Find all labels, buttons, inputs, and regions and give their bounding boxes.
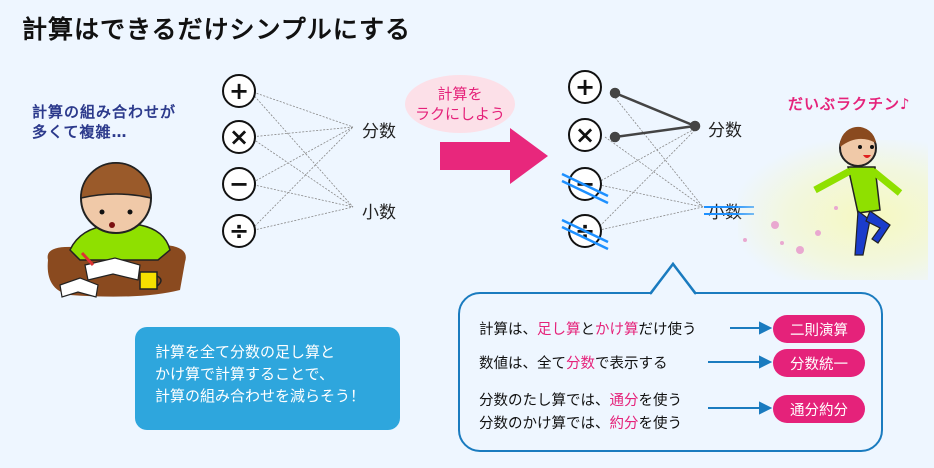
arrow-head bbox=[759, 401, 773, 415]
connector-dot bbox=[609, 131, 621, 143]
tag-fraction-unify: 分数統一 bbox=[773, 349, 865, 377]
pencil bbox=[80, 251, 95, 267]
rule-highlight: 分数 bbox=[566, 356, 595, 372]
connector-line bbox=[250, 206, 354, 232]
before-connection-lines bbox=[250, 90, 354, 232]
rule-row-2: 数値は、全て分数で表示する bbox=[479, 352, 668, 373]
simplify-bubble: 計算を ラクにしよう bbox=[405, 75, 515, 133]
worry-caption: 計算の組み合わせが 多くて複雑… bbox=[32, 102, 176, 142]
happy-person-icon bbox=[813, 126, 903, 256]
rule-row-3-line-2: 分数のかけ算では、約分を使う bbox=[479, 413, 682, 436]
strike-line bbox=[561, 225, 609, 251]
connector-line bbox=[595, 126, 699, 185]
rule-highlight: かけ算 bbox=[595, 322, 639, 338]
times-operator: × bbox=[222, 120, 256, 154]
strike-line bbox=[561, 172, 609, 198]
rule-text: 計算は、 bbox=[479, 322, 537, 338]
minus-operator: − bbox=[222, 167, 256, 201]
callout-pointer-overlay bbox=[649, 262, 697, 295]
summary-line: 計算を全て分数の足し算と bbox=[155, 343, 336, 361]
happy-caption: だいぶラクチン♪ bbox=[788, 95, 911, 113]
decimal-label: 小数 bbox=[362, 203, 396, 223]
plus-operator-after: + bbox=[568, 70, 602, 104]
rule-row-1: 計算は、足し算とかけ算だけ使う bbox=[479, 318, 697, 339]
rule-text: 分数のかけ算では、 bbox=[479, 416, 610, 432]
rule-text: 数値は、全て bbox=[479, 356, 566, 372]
connector-dot bbox=[689, 120, 701, 132]
petal bbox=[743, 238, 747, 242]
rule-highlight: 約分 bbox=[609, 416, 639, 432]
green-shirt bbox=[847, 166, 881, 214]
after-connection-lines bbox=[595, 87, 704, 232]
open-book-small bbox=[59, 277, 99, 298]
summary-box: 計算を全て分数の足し算と かけ算で計算することで、 計算の組み合わせを減らそう！ bbox=[135, 327, 400, 430]
bubble-line: 計算を bbox=[437, 85, 483, 103]
connector-line bbox=[250, 90, 354, 208]
arrow-head bbox=[759, 355, 773, 369]
connector-line bbox=[250, 136, 354, 208]
petal bbox=[815, 230, 821, 236]
right-arrow-icon bbox=[440, 128, 548, 184]
connector-line bbox=[595, 183, 704, 208]
summary-line: 計算の組み合わせを減らそう！ bbox=[155, 387, 366, 405]
glow-background bbox=[738, 140, 928, 280]
connector-line bbox=[595, 206, 704, 232]
strike-line bbox=[561, 218, 609, 244]
rule-row-3: 分数のたし算では、通分を使う 分数のかけ算では、約分を使う bbox=[479, 390, 682, 436]
rule-highlight: 足し算 bbox=[537, 322, 581, 338]
rule-text: だけ使う bbox=[638, 322, 697, 338]
rule-text: と bbox=[580, 322, 596, 338]
rule-highlight: 通分 bbox=[609, 393, 639, 409]
rule-text: を使う bbox=[638, 416, 683, 432]
petal bbox=[796, 246, 804, 254]
tag-two-operations: 二則演算 bbox=[773, 315, 865, 343]
strike-line bbox=[561, 179, 609, 205]
petal bbox=[834, 206, 838, 210]
tag-common-denominator-reduce: 通分約分 bbox=[773, 395, 865, 423]
open-book bbox=[84, 257, 141, 281]
rule-arrows bbox=[708, 321, 773, 415]
worry-caption-line: 計算の組み合わせが bbox=[32, 103, 177, 121]
worry-caption-line: 多くて複雑… bbox=[32, 123, 128, 141]
petal bbox=[780, 241, 784, 245]
plus-operator: + bbox=[222, 74, 256, 108]
rule-text: を使う bbox=[638, 393, 683, 409]
hair bbox=[80, 162, 152, 199]
active-connector bbox=[614, 124, 696, 139]
bubble-line: ラクにしよう bbox=[414, 105, 505, 123]
fraction-label-after: 分数 bbox=[708, 121, 742, 141]
green-shirt bbox=[69, 224, 171, 261]
times-operator-after: × bbox=[568, 118, 602, 152]
connector-line bbox=[612, 94, 704, 208]
rule-text: で表示する bbox=[595, 356, 668, 372]
connector-dot bbox=[609, 87, 621, 99]
connector-line bbox=[604, 136, 704, 208]
connector-line bbox=[250, 126, 354, 138]
arrow-head bbox=[759, 321, 773, 335]
strikethrough-marks bbox=[561, 172, 609, 251]
rule-text: 分数のたし算では、 bbox=[479, 393, 610, 409]
connector-line bbox=[250, 126, 354, 232]
divide-operator: ÷ bbox=[222, 214, 256, 248]
rule-row-3-line-1: 分数のたし算では、通分を使う bbox=[479, 390, 682, 413]
flower-petals bbox=[743, 206, 838, 254]
summary-line: かけ算で計算することで、 bbox=[155, 365, 334, 383]
connector-line bbox=[250, 183, 354, 208]
page-title: 計算はできるだけシンプルにする bbox=[22, 15, 412, 44]
connector-line bbox=[250, 126, 354, 185]
worried-student-icon bbox=[47, 162, 186, 298]
active-connector bbox=[614, 91, 696, 128]
connector-line bbox=[250, 90, 354, 128]
yellow-mug bbox=[139, 271, 158, 290]
blue-pants bbox=[854, 209, 871, 256]
fraction-label: 分数 bbox=[362, 122, 396, 142]
petal bbox=[771, 221, 779, 229]
